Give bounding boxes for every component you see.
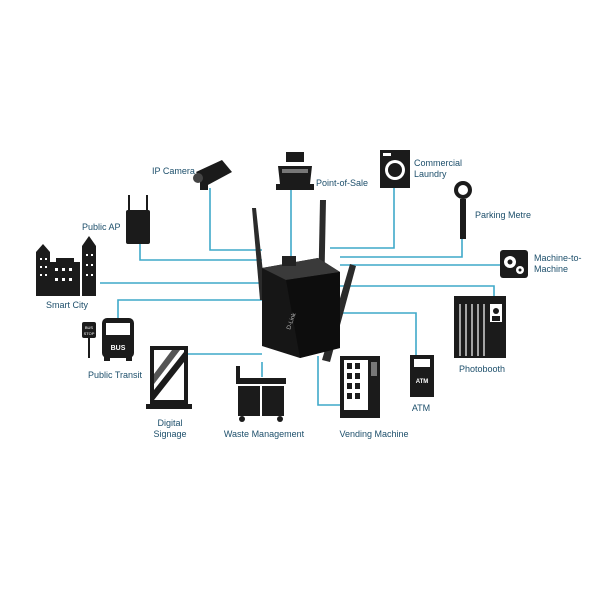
label-commercial-laundry-1: Commercial (414, 158, 463, 168)
bus-text: BUS (111, 345, 126, 352)
parking-metre-icon (454, 181, 472, 239)
line-public-ap (139, 244, 262, 261)
label-atm: ATM (411, 403, 431, 413)
digital-signage-icon (146, 346, 192, 409)
line-parking (340, 238, 463, 258)
label-machine-to-machine-2: Machine (534, 264, 569, 274)
line-ip-camera (209, 188, 262, 251)
router-icon: D-Link (252, 200, 356, 362)
vending-machine-icon (340, 356, 380, 418)
waste-management-icon (236, 366, 286, 422)
bus-stop-text-1: BUS (85, 325, 94, 330)
ip-camera-icon (193, 160, 232, 190)
label-smart-city: Smart City (46, 300, 89, 310)
line-photobooth (340, 285, 495, 296)
label-digital-signage-1: Digital (157, 418, 183, 428)
label-point-of-sale: Point-of-Sale (316, 178, 369, 188)
line-public-transit (117, 299, 262, 318)
label-public-transit: Public Transit (88, 370, 143, 380)
label-waste-management: Waste Management (223, 429, 305, 439)
label-digital-signage-2: Signage (153, 429, 187, 439)
atm-icon-text: ATM (416, 379, 429, 385)
label-vending-machine: Vending Machine (339, 429, 409, 439)
laundry-icon (380, 150, 410, 188)
line-atm (340, 312, 417, 355)
atm-icon: ATM (410, 355, 434, 397)
label-public-ap: Public AP (82, 222, 121, 232)
label-ip-camera: IP Camera (152, 166, 195, 176)
line-laundry (330, 188, 395, 249)
bus-stop-text-2: STOP (84, 331, 95, 336)
label-machine-to-machine-1: Machine-to- (534, 253, 582, 263)
line-vending (317, 356, 340, 406)
public-transit-icon: BUS STOP BUS (82, 318, 134, 361)
label-parking-metre: Parking Metre (475, 210, 532, 220)
point-of-sale-icon (276, 152, 314, 190)
label-photobooth: Photobooth (458, 364, 506, 374)
machine-to-machine-icon (500, 250, 528, 278)
router-brand-text: D-Link (286, 311, 298, 330)
label-commercial-laundry-2: Laundry (414, 169, 447, 179)
smart-city-icon (36, 236, 96, 296)
photobooth-icon (454, 296, 506, 358)
public-ap-icon (126, 195, 150, 244)
connector-lines (100, 188, 500, 406)
